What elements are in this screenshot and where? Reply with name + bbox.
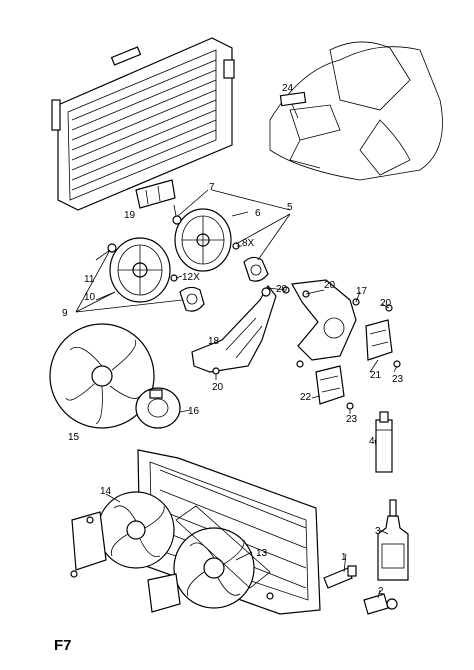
callout-15: 15	[68, 432, 80, 443]
callout-12x: 12X	[182, 272, 200, 283]
callout-20-a: 20	[276, 284, 288, 295]
lower-brackets	[70, 511, 274, 613]
callout-18: 18	[208, 336, 220, 347]
callout-19: 19	[124, 210, 136, 221]
sealant-tube-4	[375, 411, 393, 473]
callout-14: 14	[100, 486, 112, 497]
sheet-label: F7	[54, 637, 72, 654]
fan-13	[173, 505, 271, 609]
callout-23-a: 23	[392, 374, 404, 385]
clip-19	[135, 179, 176, 209]
callout-20-c: 20	[380, 298, 392, 309]
bottle-3	[377, 499, 409, 581]
fan-shroud-6	[174, 208, 232, 272]
callout-22: 22	[300, 392, 312, 403]
clamp-22	[315, 365, 345, 405]
fan-14	[97, 491, 175, 569]
bracket-18	[191, 284, 277, 373]
callout-8x: 8X	[242, 238, 255, 249]
motor-upper	[243, 256, 269, 282]
callout-20-d: 20	[212, 382, 224, 393]
callout-10: 10	[84, 292, 96, 303]
clamp-21	[365, 319, 393, 361]
callout-23-b: 23	[346, 414, 358, 425]
callout-labels: 1 2 3 4 5 6 7 8X 9 10 11 12X 13 14 15 16…	[54, 83, 404, 654]
bracket-17	[291, 279, 360, 361]
callout-24: 24	[282, 83, 294, 94]
fan-blade-15	[49, 323, 155, 429]
callout-17: 17	[356, 286, 368, 297]
callout-2: 2	[378, 586, 384, 597]
leader-lines	[75, 189, 398, 599]
small-bolts	[212, 286, 401, 410]
motor-16	[135, 387, 181, 429]
callout-21: 21	[370, 370, 382, 381]
callout-4: 4	[369, 436, 375, 447]
callout-7: 7	[209, 182, 215, 193]
motor-lower	[179, 286, 205, 312]
callout-13: 13	[256, 548, 268, 559]
callout-16: 16	[188, 406, 200, 417]
callout-3: 3	[375, 526, 381, 537]
engine-bay-detail	[269, 41, 443, 181]
fan-shroud-10	[109, 237, 171, 303]
sensor-1	[323, 565, 357, 589]
radiator-top	[51, 37, 235, 211]
callout-6: 6	[255, 208, 261, 219]
callout-1: 1	[341, 552, 347, 563]
callout-9: 9	[62, 308, 68, 319]
callout-20-b: 20	[324, 280, 336, 291]
bolts-upper	[107, 215, 240, 282]
callout-5: 5	[287, 202, 293, 213]
sensor-2	[363, 593, 398, 615]
callout-11: 11	[84, 274, 95, 285]
